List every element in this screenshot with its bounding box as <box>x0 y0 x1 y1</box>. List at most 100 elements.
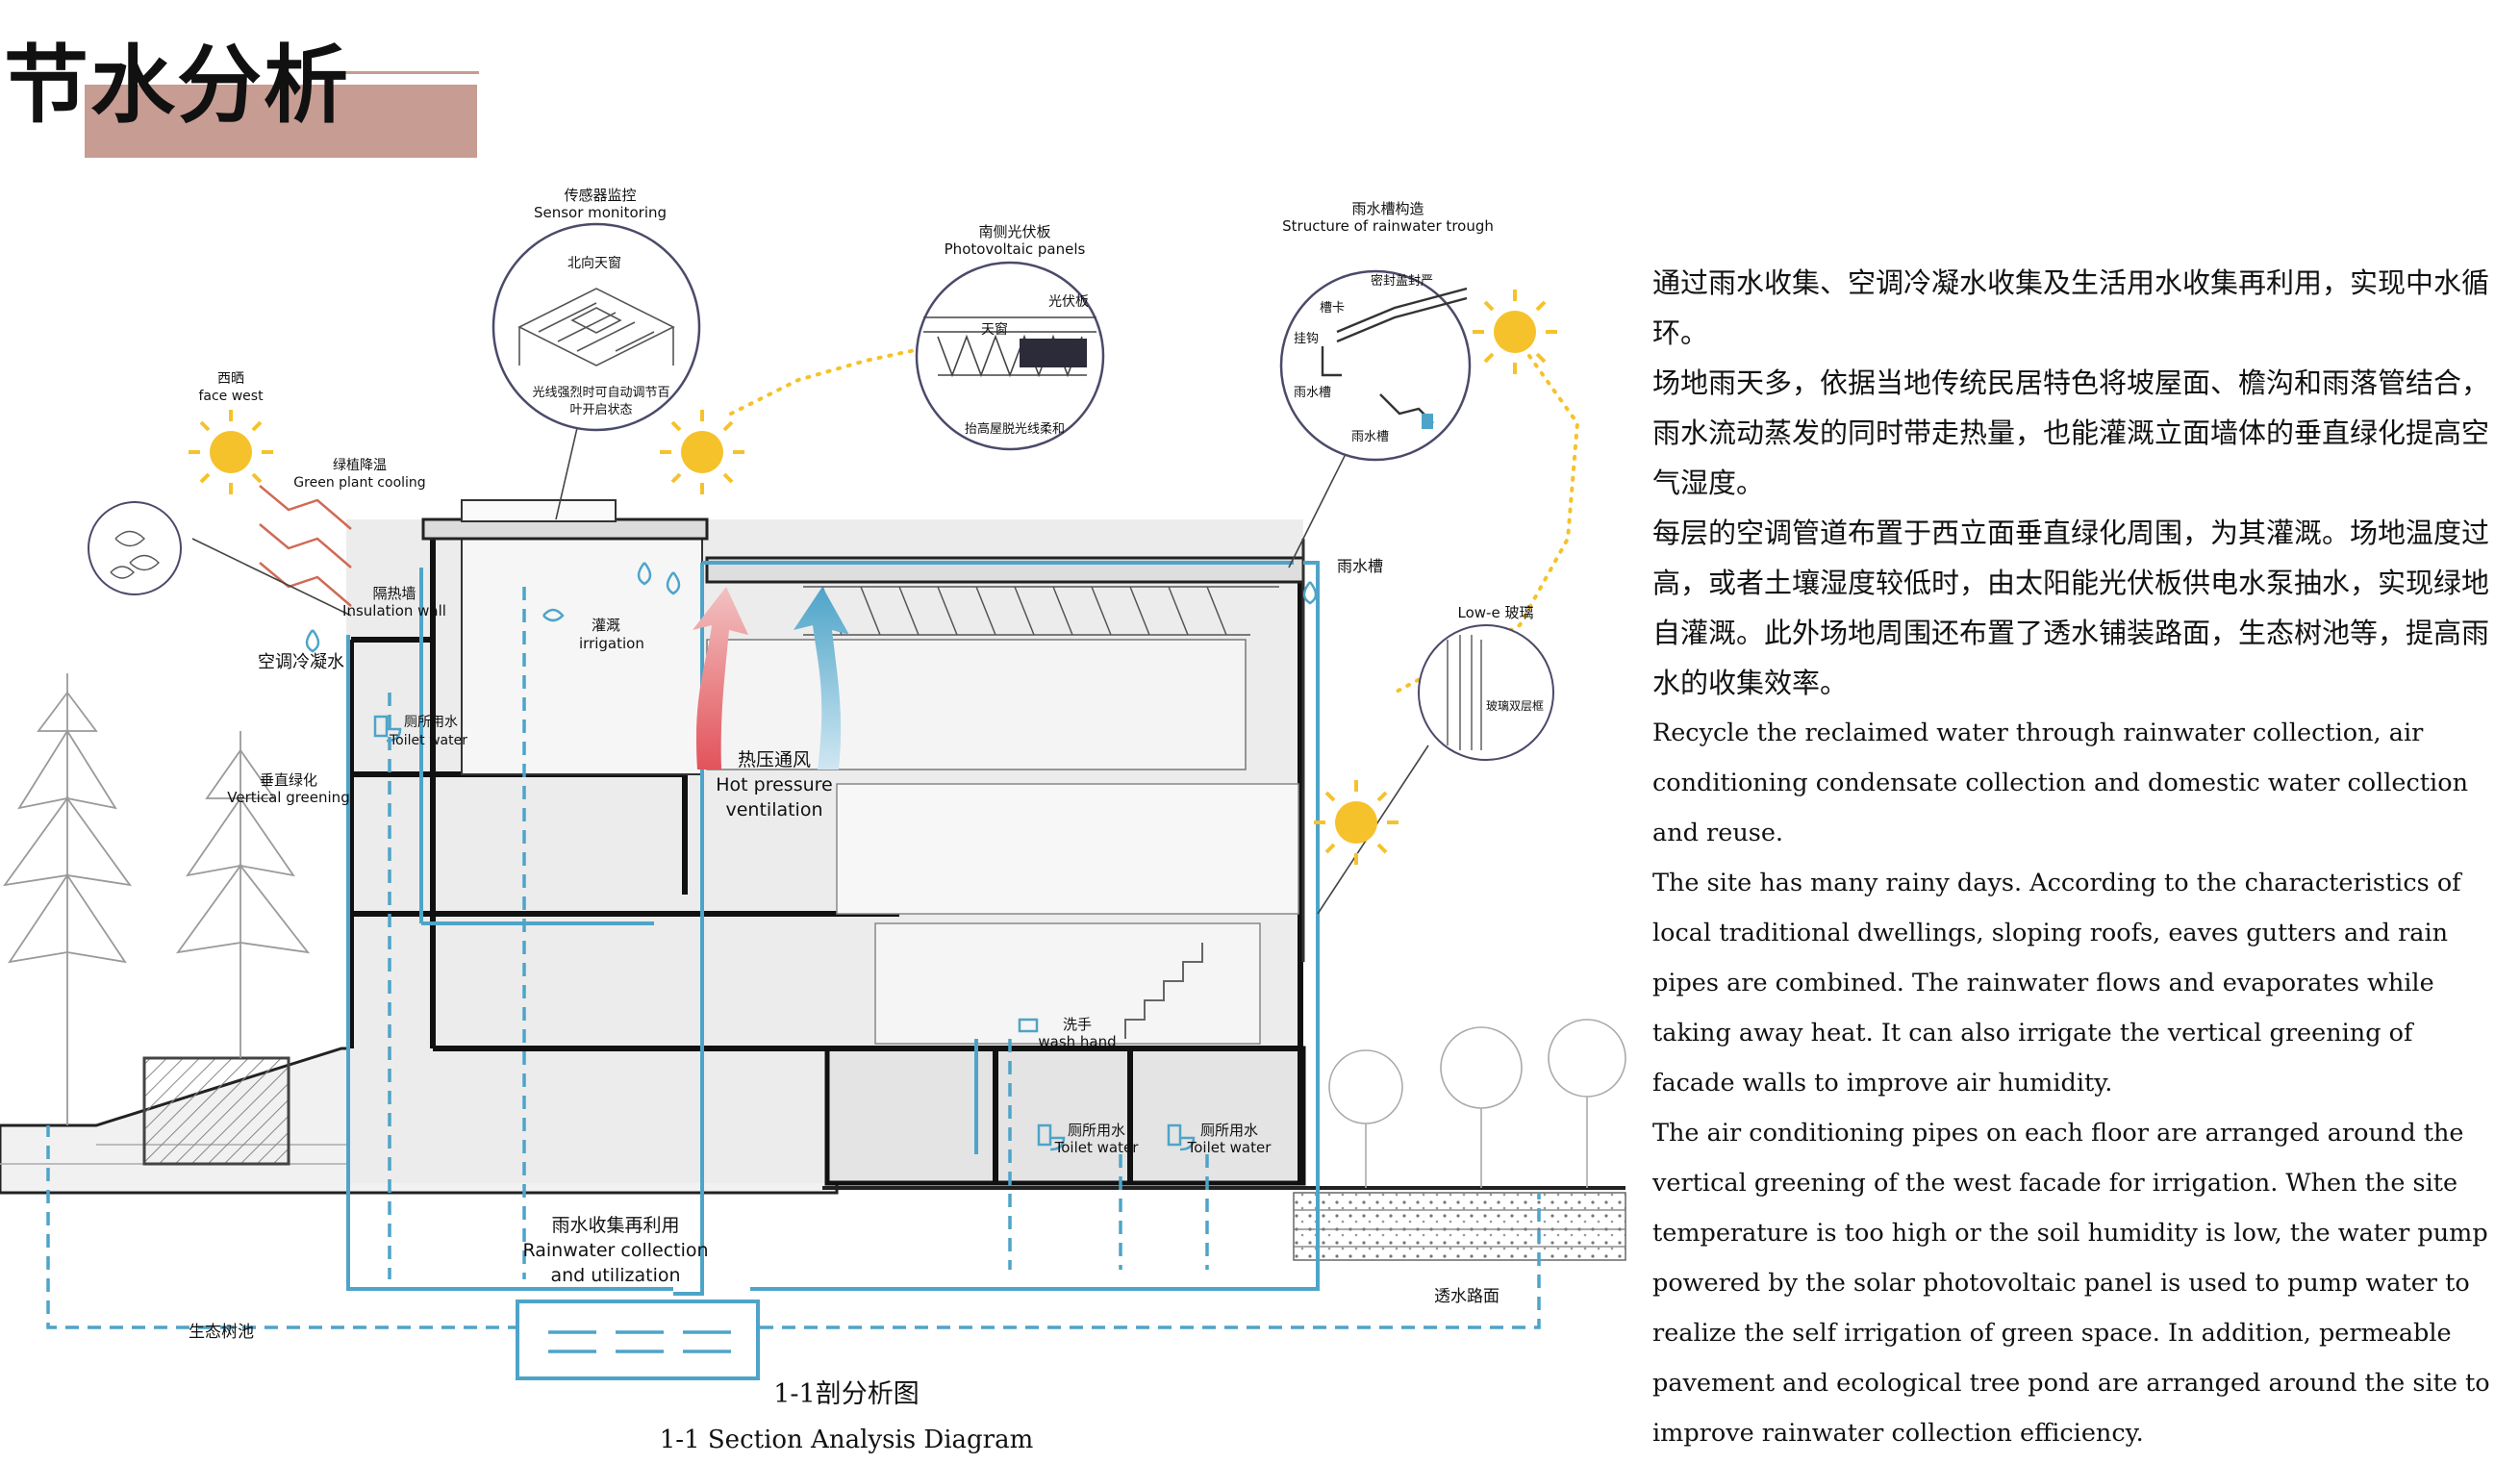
label-lowe: Low-e 玻璃 <box>1458 604 1534 621</box>
lowe-frame-sketch <box>1447 635 1482 750</box>
sun-icon-3 <box>1473 290 1557 374</box>
label-face-west-en: face west <box>198 389 264 404</box>
water-drop-icon-4 <box>1302 581 1318 605</box>
water-pipes-solid <box>346 561 1320 1296</box>
label-sensor: 传感器监控 <box>564 187 636 204</box>
label-trough-en: Structure of rainwater trough <box>1282 217 1494 235</box>
section-caption: 1-1剖分析图 <box>773 1379 919 1409</box>
stair-room <box>874 922 1261 1045</box>
section-caption-en: 1-1 Section Analysis Diagram <box>660 1426 1034 1454</box>
tank-water-lines <box>548 1330 731 1353</box>
label-insulation-en: Insulation wall <box>342 602 446 619</box>
label-rain-collect-en-2: and utilization <box>550 1265 680 1286</box>
page-title: 节水分析 <box>4 35 351 135</box>
label-gutter-roof: 雨水槽 <box>1337 557 1383 575</box>
basement <box>824 1046 1306 1186</box>
label-permeable: 透水路面 <box>1434 1287 1499 1306</box>
label-clip: 槽卡 <box>1320 301 1345 316</box>
label-rain-collect-en-1: Rainwater collection <box>522 1240 708 1261</box>
tree-pond-box <box>142 1056 290 1166</box>
detail-circle-plants <box>88 501 182 595</box>
irrigation-icon <box>542 608 565 622</box>
label-insulation: 隔热墙 <box>372 585 416 602</box>
upper-room <box>461 518 703 775</box>
label-pv: 南侧光伏板 <box>978 223 1050 240</box>
label-light-auto-1: 光线强烈时可自动调节百 <box>532 386 669 400</box>
label-toilet-1: 厕所用水 <box>404 715 458 730</box>
heat-rays <box>259 485 352 607</box>
title-line <box>337 71 479 74</box>
roof-truss <box>803 586 1279 636</box>
label-pv-en: Photovoltaic panels <box>945 240 1086 258</box>
paragraph-zh-2: 场地雨天多，依据当地传统民居特色将坡屋面、檐沟和雨落管结合，雨水流动蒸发的同时带… <box>1652 366 2490 499</box>
label-north-skylight: 北向天窗 <box>567 255 621 271</box>
stair <box>1124 943 1203 1039</box>
label-hot: 热压通风 <box>738 749 811 770</box>
label-skylight: 天窗 <box>981 321 1008 338</box>
wash-icon <box>1018 1018 1039 1033</box>
pv-panel-sketch <box>923 316 1096 378</box>
label-tree-pond: 生态树池 <box>189 1323 254 1342</box>
label-glass: 玻璃双层框 <box>1486 699 1544 713</box>
toilet-icon-2 <box>1037 1123 1066 1151</box>
label-wash: 洗手 <box>1063 1016 1092 1033</box>
sun-icon-4 <box>1314 780 1399 865</box>
water-pipes-dashed <box>46 587 1541 1329</box>
lower-room <box>836 783 1299 915</box>
water-drop-icon-1 <box>637 562 652 586</box>
label-ac-water: 空调冷凝水 <box>258 652 344 672</box>
sun-icon-1 <box>189 410 273 494</box>
sun-icon-2 <box>660 410 744 494</box>
label-toilet-2: 厕所用水 <box>1068 1122 1125 1139</box>
water-drop-icon-2 <box>666 571 681 595</box>
label-irrigation: 灌溉 <box>592 617 620 634</box>
label-trough: 雨水槽构造 <box>1351 200 1424 217</box>
label-gutter: 雨水槽 <box>1294 386 1331 400</box>
detail-circle-sensor <box>491 222 701 432</box>
sensor-roof-sketch <box>517 288 675 366</box>
toilet-icon-3 <box>1167 1123 1196 1151</box>
paragraph-zh-3: 每层的空调管道布置于西立面垂直绿化周围，为其灌溉。场地温度过高，或者土壤湿度较低… <box>1652 517 2490 699</box>
label-toilet-3: 厕所用水 <box>1200 1122 1258 1139</box>
label-toilet-3-en: Toilet water <box>1187 1139 1273 1156</box>
label-face-west: 西晒 <box>217 371 244 387</box>
label-hot-en-2: ventilation <box>725 799 822 820</box>
label-pv-panel: 光伏板 <box>1048 294 1089 310</box>
leaf-icon <box>110 530 160 579</box>
label-seal: 密封盖封严 <box>1371 273 1433 289</box>
description-panel: 通过雨水收集、空调冷凝水收集及生活用水收集再利用，实现中水循环。 场地雨天多，依… <box>1652 258 2499 1458</box>
permeable-layers <box>1293 1192 1626 1261</box>
pv-cells <box>1020 339 1087 367</box>
permeable-strata <box>1294 1209 1625 1248</box>
label-green-cool: 绿植降温 <box>333 458 387 473</box>
label-rain-collect: 雨水收集再利用 <box>551 1215 679 1236</box>
label-hook: 挂钩 <box>1294 332 1319 346</box>
tree-left <box>3 673 132 1125</box>
label-wash-en: wash hand <box>1038 1033 1116 1050</box>
trough-pipe-fill <box>1422 414 1433 429</box>
water-drop-icon-3 <box>305 629 320 653</box>
label-vertical: 垂直绿化 <box>260 771 317 789</box>
hot-air-arrow-red <box>693 587 748 770</box>
paragraph-en-2: The site has many rainy days. According … <box>1652 869 2461 1098</box>
label-sensor-en: Sensor monitoring <box>534 204 667 221</box>
label-toilet-2-en: Toilet water <box>1054 1139 1140 1156</box>
label-green-cool-en: Green plant cooling <box>293 475 425 491</box>
detail-circle-lowe <box>1418 624 1554 761</box>
label-raise-roof: 抬高屋脱光线柔和 <box>965 421 1065 437</box>
skylight-box <box>461 499 617 522</box>
trough-sketch <box>1321 287 1468 424</box>
solar-dotted-1 <box>729 344 935 416</box>
paragraph-en-3: The air conditioning pipes on each floor… <box>1652 1119 2490 1448</box>
toilet-icon-1 <box>373 715 402 743</box>
water-tank <box>516 1300 760 1380</box>
center-room <box>706 639 1247 770</box>
label-irrigation-en: irrigation <box>579 635 644 652</box>
title-bar <box>85 85 477 158</box>
label-light-auto-2: 叶开启状态 <box>569 403 632 417</box>
paragraph-en-1: Recycle the reclaimed water through rain… <box>1652 719 2468 847</box>
label-pipe: 雨水槽 <box>1351 430 1389 444</box>
detail-circle-pv <box>915 261 1105 451</box>
hot-air-arrow-blue <box>794 587 849 770</box>
section-diagram: 传感器监控 Sensor monitoring 北向天窗 光线强烈时可自动调节百… <box>0 187 1626 1454</box>
